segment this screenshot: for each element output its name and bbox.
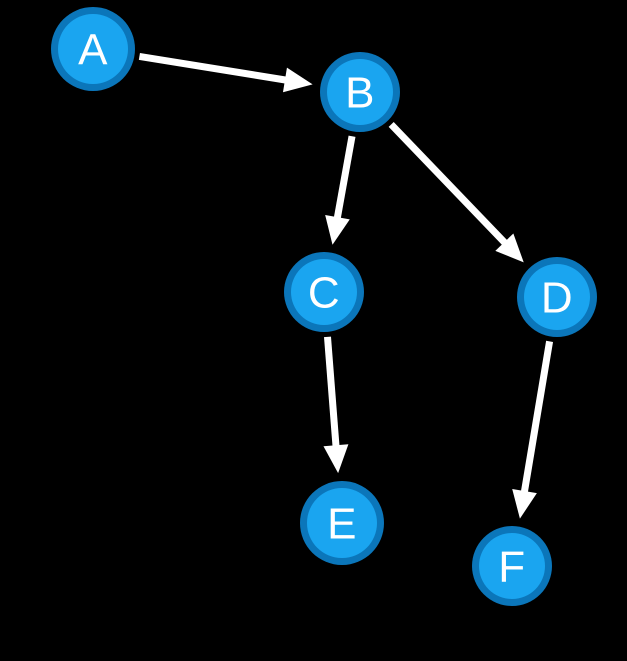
edge-B-C-arrowhead (325, 214, 350, 245)
edge-C-E (323, 336, 349, 474)
graph-node-B[interactable]: B (320, 52, 400, 132)
edge-B-C (325, 135, 356, 245)
graph-node-C-label: C (308, 269, 340, 318)
graph-node-F-label: F (498, 543, 525, 592)
node-body (291, 259, 357, 325)
edge-B-C-line (333, 135, 356, 220)
edge-C-E-arrowhead (323, 444, 349, 474)
node-body (307, 488, 377, 558)
node-body (58, 14, 128, 84)
graph-node-E[interactable]: E (300, 481, 384, 565)
graph-node-B-label: B (345, 69, 375, 118)
edge-C-E-line (324, 336, 340, 448)
node-body (479, 533, 545, 599)
graph-node-E-label: E (327, 500, 357, 549)
node-body (524, 264, 590, 330)
edge-A-B (138, 53, 313, 93)
graph-node-F[interactable]: F (472, 526, 552, 606)
edge-D-F (512, 340, 554, 519)
graph-node-A-label: A (78, 26, 108, 75)
node-body (327, 59, 393, 125)
edge-A-B-arrowhead (282, 67, 313, 93)
graph-node-A[interactable]: A (51, 7, 135, 91)
edge-B-D (388, 122, 524, 263)
edge-A-B-line (138, 53, 288, 84)
graph-node-C[interactable]: C (284, 252, 364, 332)
edge-D-F-arrowhead (512, 488, 537, 519)
edge-D-F-line (520, 340, 554, 494)
graph-node-D[interactable]: D (517, 257, 597, 337)
edge-B-D-arrowhead (495, 233, 524, 263)
edge-B-D-line (388, 122, 509, 247)
graph-node-D-label: D (541, 274, 573, 323)
